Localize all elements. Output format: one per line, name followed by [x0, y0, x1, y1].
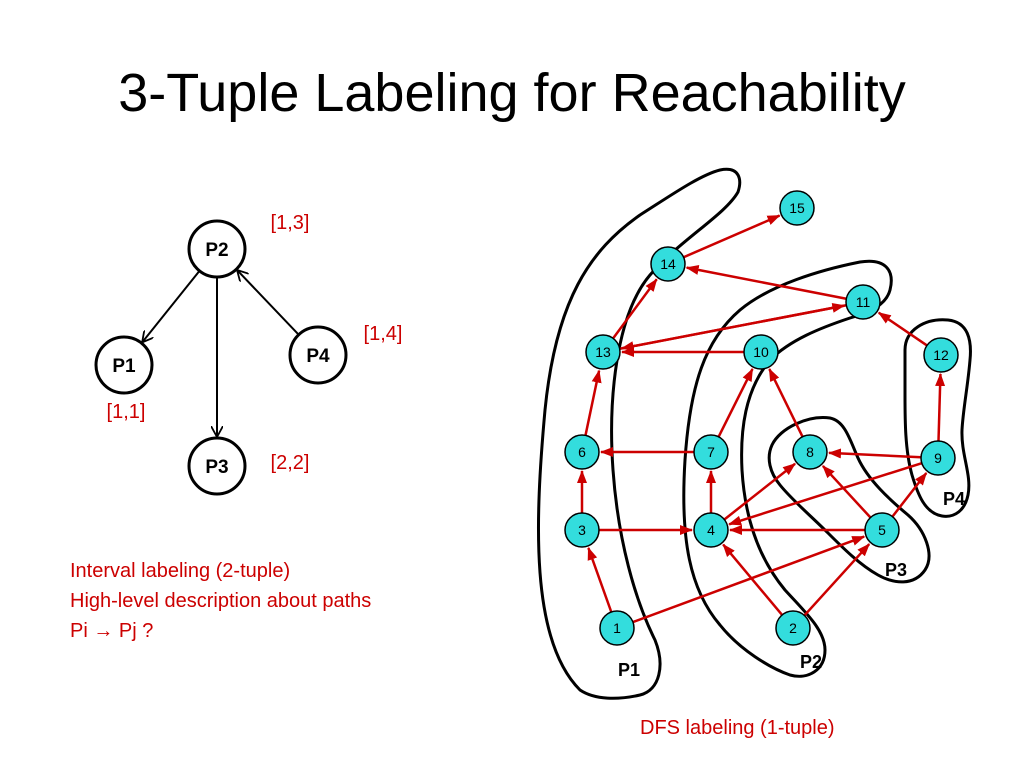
dfs-node-circle: [693, 512, 729, 548]
dfs-node-circle: [599, 610, 635, 646]
dfs-node-label: 9: [934, 450, 942, 466]
region-p3-outline: [767, 416, 931, 584]
dfs-edge-9-8: [827, 448, 922, 459]
dfs-node-11: 11: [845, 284, 881, 320]
dfs-node-circle: [845, 284, 881, 320]
dfs-node-7: 7: [693, 434, 729, 470]
dfs-node-circle: [920, 440, 956, 476]
process-node-p4: P4: [288, 325, 348, 385]
dfs-edge-9-4: [728, 461, 923, 526]
interval-label-p1: [1,1]: [107, 401, 146, 423]
dfs-node-label: 15: [789, 200, 805, 216]
dfs-edge-12-11: [877, 311, 928, 347]
process-node-circle: [94, 335, 154, 395]
region-label-p1: P1: [618, 660, 640, 680]
dfs-edge-5-8: [821, 465, 872, 519]
dfs-node-label: 5: [878, 522, 886, 538]
dfs-node-14: 14: [650, 246, 686, 282]
region-p4-outline: [903, 318, 972, 518]
dfs-edge-1-3: [587, 546, 613, 613]
dfs-node-label: 4: [707, 522, 715, 538]
region-label-p4: P4: [943, 489, 965, 509]
dfs-node-circle: [693, 434, 729, 470]
dfs-node-3: 3: [564, 512, 600, 548]
dfs-edge-13-11: [619, 302, 846, 351]
interval-label-p2: [1,3]: [271, 212, 310, 234]
process-edge-p4-p2: [238, 271, 300, 336]
dfs-node-label: 7: [707, 444, 715, 460]
dfs-node-label: 10: [753, 344, 769, 360]
dfs-node-10: 10: [743, 334, 779, 370]
dfs-node-label: 14: [660, 256, 676, 272]
region-label-p3: P3: [885, 560, 907, 580]
dfs-node-circle: [743, 334, 779, 370]
dfs-edge-9-12: [935, 372, 946, 442]
interval-description: Interval labeling (2-tuple) High-level d…: [70, 556, 371, 646]
dfs-node-circle: [923, 337, 959, 373]
dfs-node-13: 13: [585, 334, 621, 370]
dfs-node-2: 2: [775, 610, 811, 646]
dfs-node-label: 2: [789, 620, 797, 636]
dfs-node-15: 15: [779, 190, 815, 226]
process-node-label: P3: [205, 457, 228, 478]
dfs-node-circle: [564, 434, 600, 470]
dfs-node-label: 1: [613, 620, 621, 636]
process-node-p3: P3: [187, 436, 247, 496]
dfs-edge-2-5: [803, 543, 871, 617]
dfs-node-label: 8: [806, 444, 814, 460]
dfs-edge-13-14: [612, 278, 658, 340]
slide-title: 3-Tuple Labeling for Reachability: [118, 63, 906, 123]
dfs-node-label: 12: [933, 347, 949, 363]
dfs-node-1: 1: [599, 610, 635, 646]
dfs-edge-14-15: [683, 214, 781, 259]
dfs-node-circle: [585, 334, 621, 370]
dfs-node-circle: [564, 512, 600, 548]
dfs-node-label: 3: [578, 522, 586, 538]
process-edge-p2-p1: [143, 270, 201, 342]
process-node-circle: [187, 436, 247, 496]
description-line: High-level description about paths: [70, 590, 372, 612]
interval-label-p3: [2,2]: [271, 452, 310, 474]
dfs-edge-5-9: [891, 472, 928, 518]
interval-label-p4: [1,4]: [364, 323, 403, 345]
dfs-edge-4-8: [723, 462, 796, 521]
dfs-edge-7-10: [717, 368, 754, 438]
region-p2-outline: [682, 259, 893, 678]
dfs-edge-1-5: [632, 535, 866, 624]
region-p1-outline: [537, 167, 742, 700]
process-node-p2: P2: [187, 219, 247, 279]
process-node-circle: [288, 325, 348, 385]
dfs-edge-6-13: [584, 369, 602, 436]
process-node-label: P2: [205, 240, 228, 261]
process-node-label: P4: [306, 346, 330, 367]
process-node-label: P1: [112, 356, 136, 377]
region-label-p2: P2: [800, 652, 822, 672]
dfs-node-label: 6: [578, 444, 586, 460]
dfs-caption: DFS labeling (1-tuple): [640, 717, 835, 739]
dfs-node-circle: [864, 512, 900, 548]
process-node-circle: [187, 219, 247, 279]
dfs-edge-11-14: [685, 265, 847, 300]
process-node-p1: P1: [94, 335, 154, 395]
dfs-node-circle: [792, 434, 828, 470]
dfs-node-circle: [650, 246, 686, 282]
dfs-edge-2-4: [722, 543, 784, 616]
dfs-edge-8-10: [768, 368, 804, 438]
dfs-node-circle: [775, 610, 811, 646]
dfs-node-label: 11: [856, 294, 871, 310]
dfs-node-4: 4: [693, 512, 729, 548]
dfs-node-9: 9: [920, 440, 956, 476]
dfs-node-5: 5: [864, 512, 900, 548]
dfs-node-6: 6: [564, 434, 600, 470]
dfs-node-circle: [779, 190, 815, 226]
dfs-node-8: 8: [792, 434, 828, 470]
dfs-node-12: 12: [923, 337, 959, 373]
description-line: Interval labeling (2-tuple): [70, 560, 291, 582]
description-line: Pi → Pj ?: [70, 620, 154, 642]
dfs-node-label: 13: [595, 344, 611, 360]
